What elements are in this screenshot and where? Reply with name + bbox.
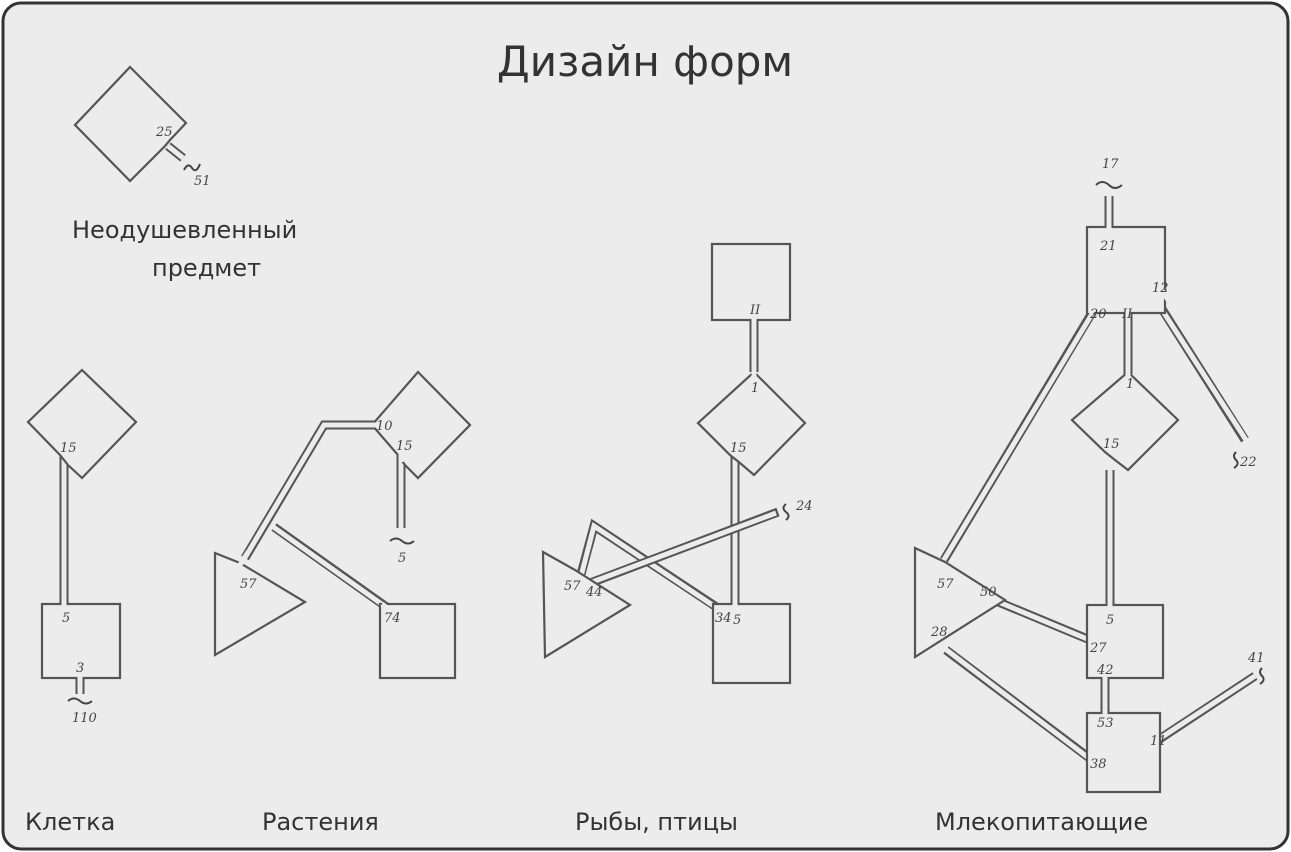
label: 57 xyxy=(240,577,257,592)
diagram-title: Дизайн форм xyxy=(497,37,793,86)
label: 10 xyxy=(376,419,393,434)
diamond-shape xyxy=(696,370,807,477)
inanimate-object-figure: 25 51 Неодушевленный предмет xyxy=(72,65,297,282)
mammals-figure: 17 21 12 20 II 1 15 22 57 50 28 5 27 42 … xyxy=(913,157,1265,836)
label: 22 xyxy=(1239,455,1257,470)
label: 28 xyxy=(930,625,948,640)
label: 1 xyxy=(751,381,759,396)
triangle-shape xyxy=(541,550,633,659)
label: 5 xyxy=(398,551,406,566)
label: 11 xyxy=(1150,734,1167,749)
label: II xyxy=(1121,307,1133,322)
caption-mammals: Млекопитающие xyxy=(935,808,1148,836)
caption-inanimate-1: Неодушевленный xyxy=(72,216,297,244)
diamond-shape xyxy=(26,368,138,480)
label: 110 xyxy=(72,711,97,726)
label: 57 xyxy=(564,579,581,594)
label: 74 xyxy=(384,611,401,626)
label: 1 xyxy=(1126,377,1134,392)
label: 25 xyxy=(155,125,173,140)
label: 41 xyxy=(1247,651,1265,666)
square-shape xyxy=(1085,603,1165,680)
label: 44 xyxy=(585,585,603,600)
label: 21 xyxy=(1099,239,1117,254)
square-shape xyxy=(1085,225,1167,315)
caption-plants: Растения xyxy=(262,808,379,836)
label: 57 xyxy=(937,577,954,592)
fish-birds-figure: II 1 15 24 57 44 34 5 Рыбы, птицы xyxy=(541,242,813,836)
label: 12 xyxy=(1152,281,1169,296)
square-shape xyxy=(710,242,792,322)
label: 51 xyxy=(194,174,211,189)
square-shape xyxy=(378,602,457,680)
triangle-shape xyxy=(213,551,308,657)
label: 50 xyxy=(980,585,997,600)
label: II xyxy=(749,303,761,318)
label: 15 xyxy=(730,441,747,456)
label: 15 xyxy=(396,439,413,454)
caption-inanimate-2: предмет xyxy=(152,254,261,282)
label: 24 xyxy=(795,499,813,514)
diamond-shape xyxy=(73,65,188,183)
label: 42 xyxy=(1096,663,1114,678)
label: 38 xyxy=(1090,757,1107,772)
label: 5 xyxy=(1106,613,1114,628)
square-shape xyxy=(711,602,792,685)
label: 20 xyxy=(1089,307,1107,322)
square-shape xyxy=(1085,711,1162,794)
label: 15 xyxy=(60,441,77,456)
diamond-shape xyxy=(1070,370,1180,472)
triangle-shape xyxy=(913,546,1008,659)
caption-cell: Клетка xyxy=(25,808,115,836)
caption-fish-birds: Рыбы, птицы xyxy=(575,808,738,836)
label: 17 xyxy=(1102,157,1119,172)
label: 27 xyxy=(1089,641,1107,656)
square-shape xyxy=(40,602,122,680)
label: 3 xyxy=(76,661,84,676)
plants-figure: 10 15 5 57 74 Растения xyxy=(213,370,472,836)
label: 5 xyxy=(62,611,70,626)
cell-figure: 15 5 3 110 Клетка xyxy=(25,368,138,836)
label: 15 xyxy=(1103,437,1120,452)
label: 5 xyxy=(733,613,741,628)
label: 53 xyxy=(1097,716,1114,731)
label: 34 xyxy=(715,611,732,626)
